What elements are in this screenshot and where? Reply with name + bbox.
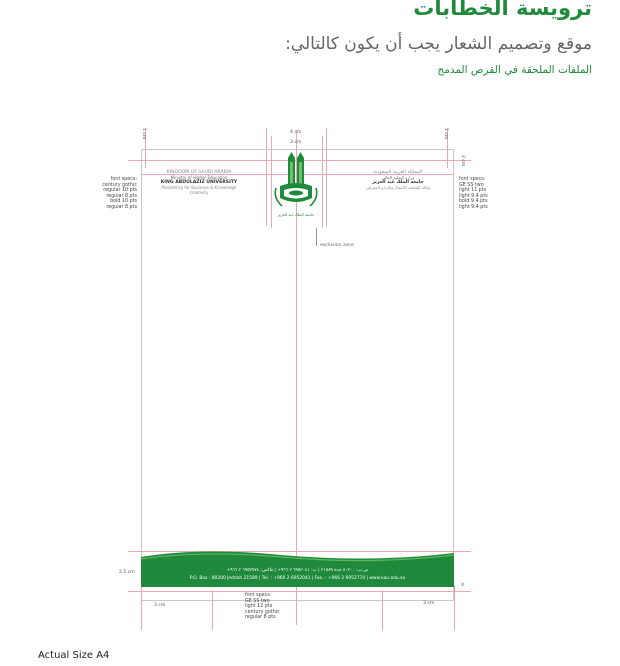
attachments-note: الملفات الملحقة في القرص المدمج bbox=[437, 64, 592, 76]
guide-bottom-left bbox=[141, 585, 142, 630]
guide-vertical-center bbox=[296, 130, 297, 625]
guide-bottom-center-right bbox=[382, 590, 383, 630]
guide-exclusion-left bbox=[266, 128, 267, 226]
dim-top-width: 4 cm bbox=[290, 130, 302, 135]
ar-presidency: وكالة الجامعة للأعمال والإبداع المعرفي bbox=[365, 185, 431, 190]
arabic-letterhead: المملكة العربية السعودية وزارة التعليم ا… bbox=[357, 170, 439, 190]
page-subtitle: موقع وتصميم الشعار يجب أن يكون كالتالي: bbox=[285, 34, 592, 54]
guide-exclusion-right bbox=[326, 128, 327, 226]
guide-exclusion-leader bbox=[316, 228, 317, 246]
bottom-font-specs: font specs: GE SS two light 12 pts centu… bbox=[245, 593, 280, 621]
guide-left-margin bbox=[145, 128, 146, 168]
exclusion-zone-label: exclusion zone bbox=[320, 243, 354, 248]
actual-size-caption: Actual Size A4 bbox=[38, 650, 110, 661]
kau-logo: جامعة الملك عبد العزيز bbox=[270, 150, 322, 224]
guide-bottom-right bbox=[454, 585, 455, 630]
footer-english-contact: P.O. Box : 80200 Jeddah 21589 | Tel. : +… bbox=[189, 576, 406, 581]
logo-caption: جامعة الملك عبد العزيز bbox=[277, 212, 315, 217]
dim-bottom-height: 2.5 cm bbox=[119, 570, 135, 575]
kau-emblem-icon bbox=[274, 152, 318, 207]
guide-logo-right bbox=[322, 136, 323, 228]
ar-ministry: وزارة التعليم العالي bbox=[381, 175, 415, 180]
en-presidency: Presidency for Business & Knowledge crea… bbox=[161, 185, 237, 195]
page-title: ترويسة الخطابات bbox=[413, 0, 592, 20]
left-font-specs: font specs: century gothic regular 10 pt… bbox=[102, 177, 137, 210]
dim-left-top-margin: 1 cm bbox=[141, 128, 146, 140]
dim-right-top-margin: 1 cm bbox=[443, 128, 448, 140]
dim-right-side: 2 cm bbox=[460, 155, 465, 167]
guide-logo-left bbox=[271, 136, 272, 228]
letterhead-page bbox=[141, 149, 454, 601]
guide-bottom-center-left bbox=[212, 590, 213, 630]
footer-wave bbox=[141, 551, 454, 587]
guide-footer-bottom bbox=[128, 591, 471, 592]
en-university: KING ABDULAZIZ UNIVERSITY bbox=[160, 180, 238, 185]
guide-footer-top bbox=[128, 551, 471, 552]
en-kingdom: KINGDOM OF SAUDI ARABIA bbox=[166, 170, 232, 175]
dim-logo-width: 3 cm bbox=[290, 140, 302, 145]
dim-footer-x: X bbox=[461, 583, 465, 588]
dim-bottom-right: 3 cm bbox=[423, 601, 435, 606]
english-letterhead: KINGDOM OF SAUDI ARABIA Ministry of High… bbox=[158, 170, 240, 195]
footer-arabic-contact: ص.ب: ٨٠٢٠٠ جدة ٢١٥٨٩ | ت: ٦٩٥٢٠٤١ ٢ ٩٦٦+… bbox=[226, 568, 369, 573]
right-font-specs: font specs: GE SS two light 11 pts light… bbox=[459, 177, 488, 210]
dim-bottom-left: 3 cm bbox=[154, 603, 166, 608]
guide-right-margin bbox=[447, 128, 448, 168]
ar-kingdom: المملكة العربية السعودية bbox=[373, 170, 423, 175]
ar-university: جامعة الملك عبد العزيز bbox=[372, 180, 424, 185]
en-ministry: Ministry of Higher Education bbox=[170, 175, 228, 180]
